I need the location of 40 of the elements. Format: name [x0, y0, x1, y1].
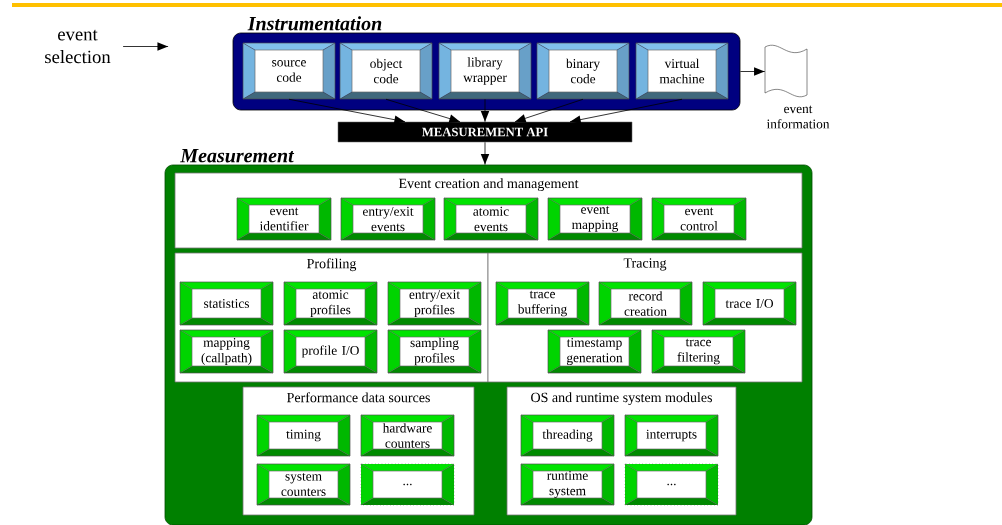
- arrow: [480, 141, 490, 165]
- arrow: [122, 42, 169, 51]
- module-box: trace I/O: [702, 281, 797, 326]
- module-box: interrupts: [624, 414, 719, 457]
- module-box: system counters: [256, 463, 351, 506]
- module-box: statistics: [179, 281, 274, 326]
- arrow: [740, 67, 766, 76]
- module-box: event mapping: [547, 197, 643, 241]
- module-box: timestamp generation: [547, 329, 642, 374]
- module-box: trace buffering: [495, 281, 590, 326]
- module-box: object code: [339, 42, 433, 100]
- module-box: event control: [651, 197, 747, 241]
- side-label: event selection: [45, 29, 111, 64]
- module-box: event identifier: [236, 197, 332, 241]
- module-box: trace filtering: [651, 329, 746, 374]
- module-box: binary code: [536, 42, 630, 100]
- module-box: virtual machine: [635, 42, 729, 100]
- module-box: mapping (callpath): [179, 329, 274, 374]
- module-box: entry/exit profiles: [387, 281, 482, 326]
- arrow: [385, 98, 461, 123]
- arrow: [480, 98, 490, 123]
- arrow: [569, 98, 683, 124]
- arrow: [514, 98, 584, 123]
- module-box: library wrapper: [438, 42, 532, 100]
- module-box: hardware counters: [360, 414, 455, 457]
- node-label: Measurement: [180, 149, 295, 163]
- module-box: ...: [624, 463, 719, 506]
- module-box: ...: [360, 463, 455, 506]
- module-box: source code: [242, 42, 336, 100]
- module-box: profile I/O: [283, 329, 378, 374]
- module-box: atomic events: [443, 197, 539, 241]
- module-box: timing: [256, 414, 351, 457]
- module-box: atomic profiles: [283, 281, 378, 326]
- module-box: record creation: [598, 281, 693, 326]
- arrow: [288, 98, 406, 124]
- node-label: Instrumentation: [247, 16, 382, 31]
- module-box: entry/exit events: [340, 197, 436, 241]
- module-box: sampling profiles: [387, 329, 482, 374]
- module-box: threading: [520, 414, 615, 457]
- module-box: runtime system: [520, 463, 615, 506]
